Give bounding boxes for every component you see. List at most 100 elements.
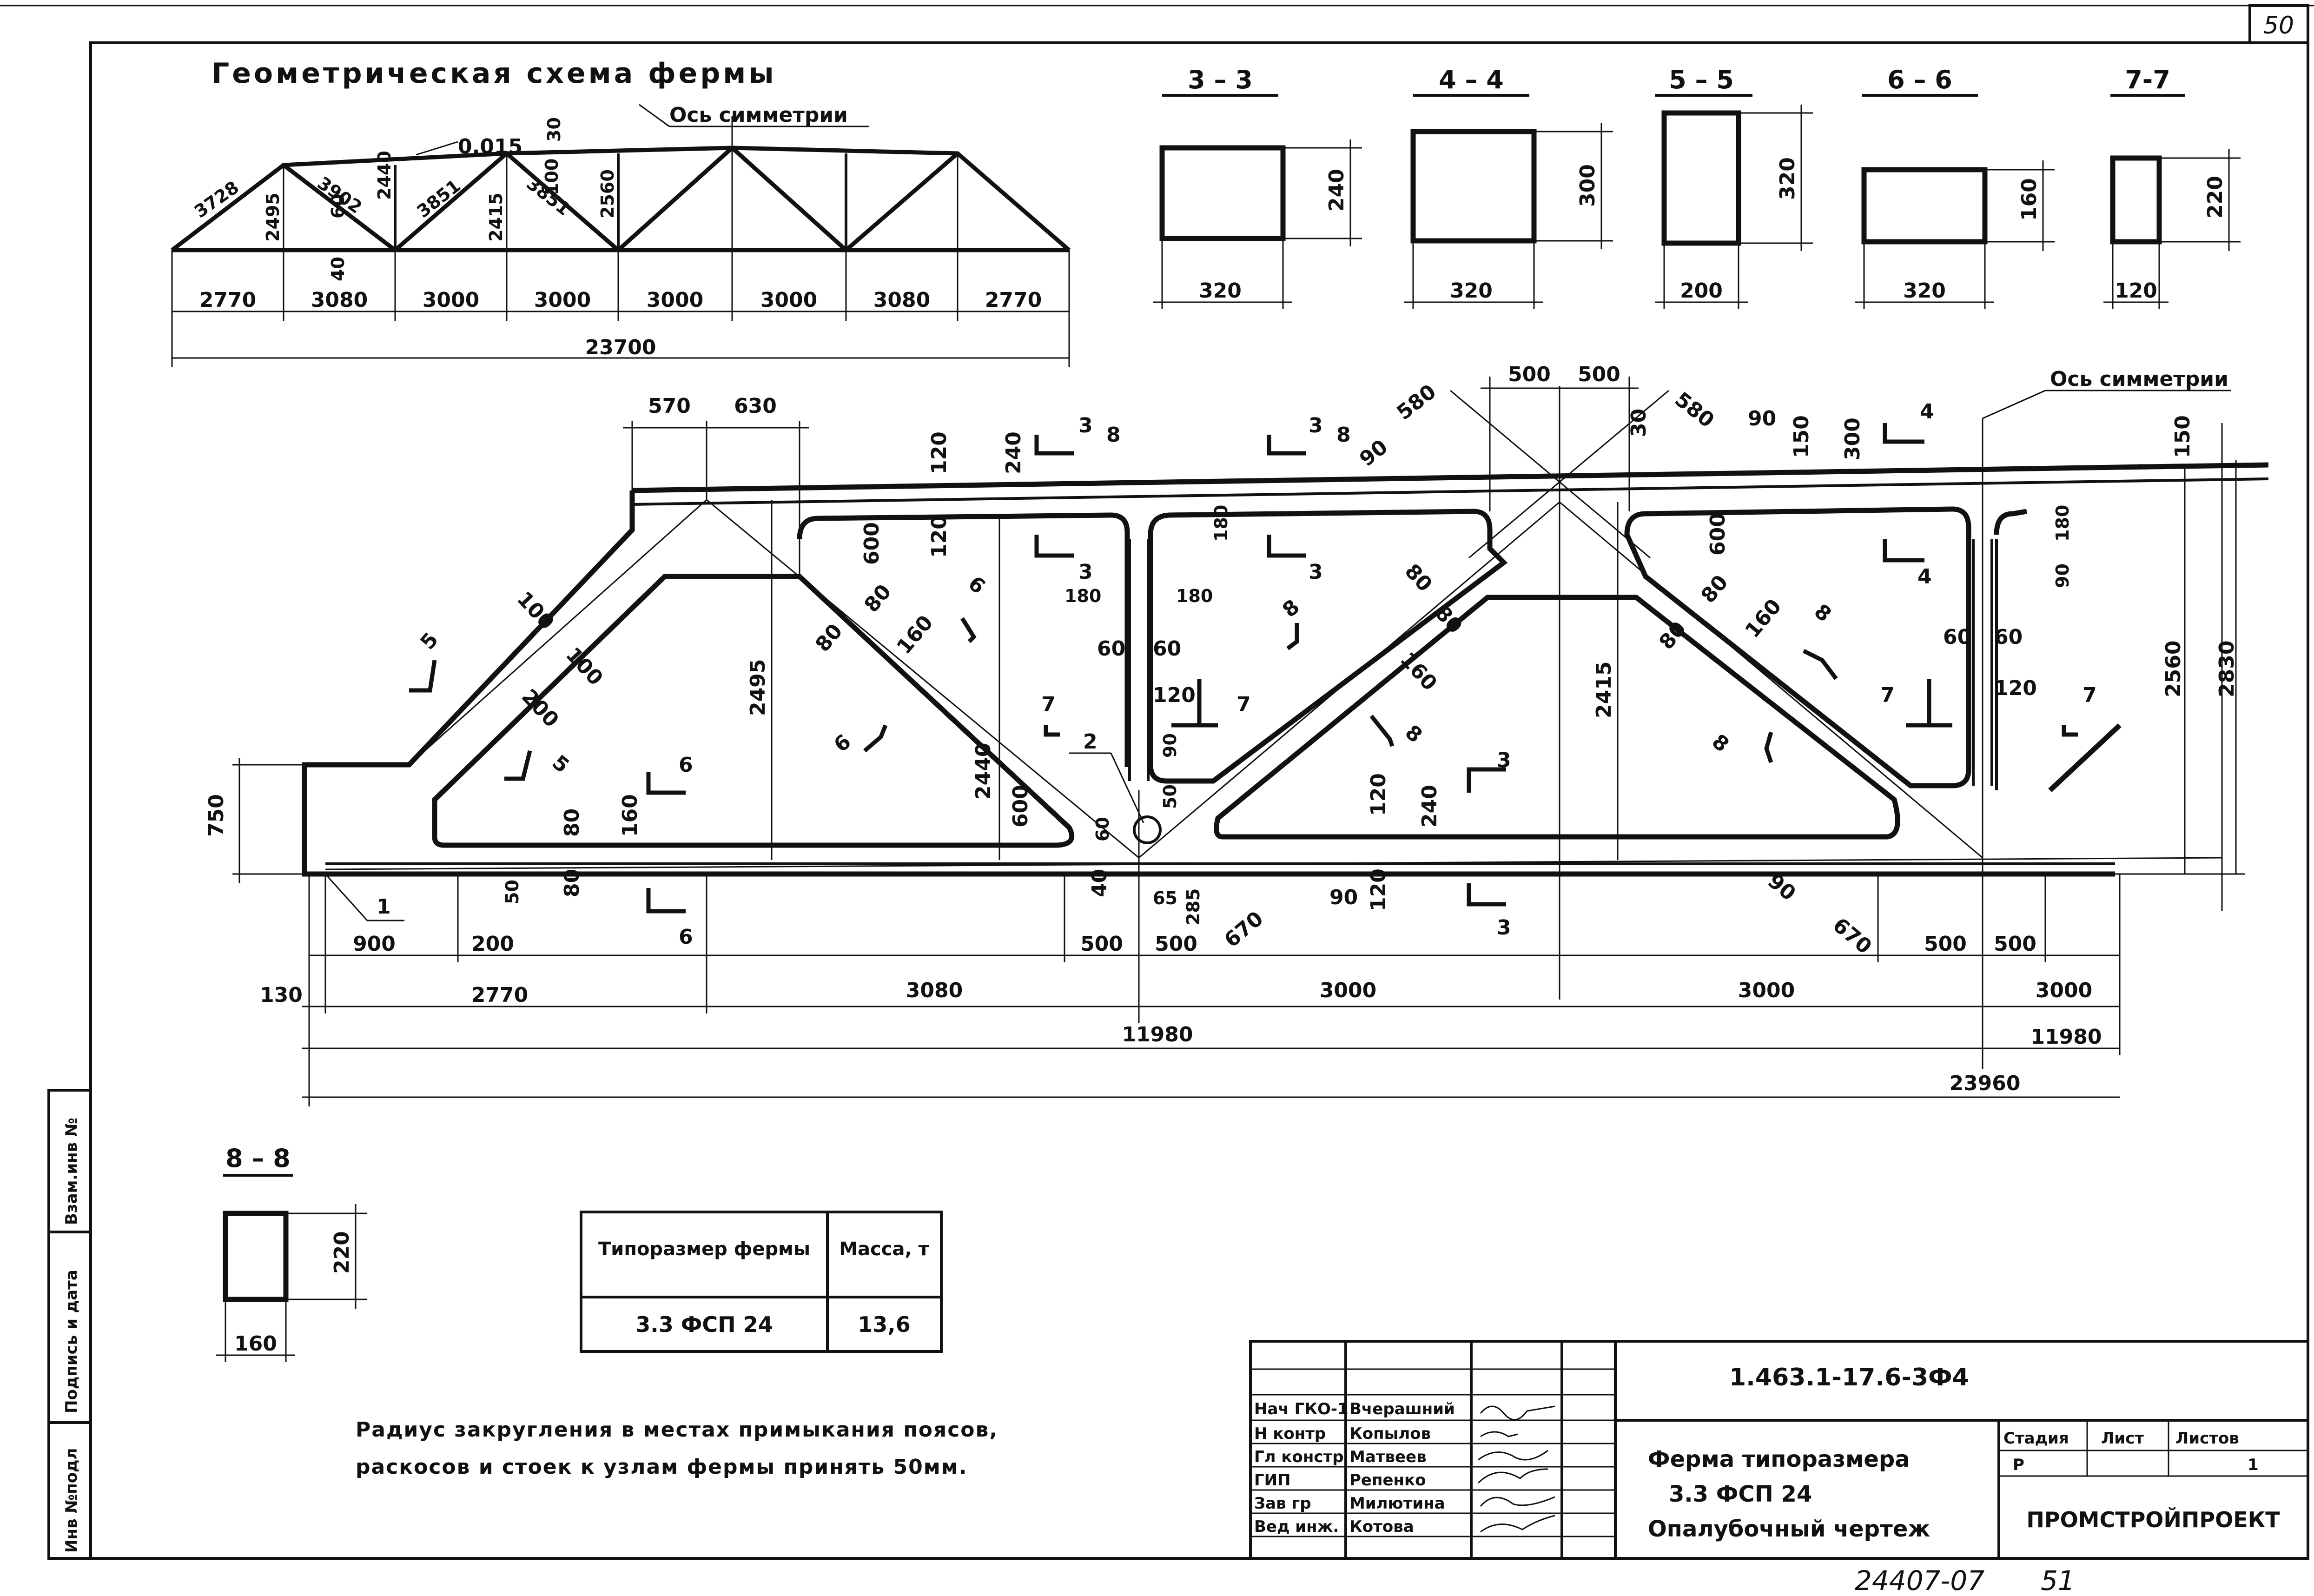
name-2: Копылов [1349, 1424, 1431, 1443]
note-line-2: раскосов и стоек к узлам фермы принять 5… [356, 1455, 967, 1479]
dim-w-670a: 670 [1220, 907, 1268, 952]
dim-b1-900: 900 [353, 932, 396, 956]
dim-b2-2770: 2770 [471, 983, 528, 1007]
scheme-panel-2: 3080 [311, 288, 368, 312]
dim-b2-3000c: 3000 [2036, 979, 2092, 1002]
scheme-member-12: 2560 [597, 169, 618, 219]
dim-top-150a: 150 [1790, 415, 1813, 458]
dim-b1-500a: 500 [1080, 932, 1123, 956]
section-4-4-height: 300 [1576, 164, 1600, 207]
section-4-4-label: 4 – 4 [1439, 65, 1504, 94]
side-stamp: Взам.инв № Подпись и дата Инв №подл [47, 1089, 92, 1560]
sec-mark-14: 6 [829, 730, 855, 757]
scheme-panel-6: 3000 [760, 288, 817, 312]
dim-v-160: 160 [618, 794, 642, 837]
dim-v-180a: 180 [1211, 505, 1231, 542]
dim-top-240: 240 [1002, 431, 1025, 474]
dim-top-500b: 500 [1578, 363, 1620, 386]
section-5-5-width: 200 [1680, 279, 1723, 303]
scheme-panel-3: 3000 [423, 288, 479, 312]
section-6-6-height: 160 [2017, 178, 2041, 221]
dim-top-570: 570 [648, 394, 691, 418]
dim-top-580b: 580 [1670, 387, 1719, 432]
dim-v-50a: 50 [502, 880, 522, 904]
dim-w-200: 200 [517, 685, 563, 732]
sec-mark-11: 6 [679, 753, 693, 777]
scheme-axis-label: Ось симметрии [669, 103, 848, 127]
dim-w-160a: 160 [892, 611, 938, 659]
page-number-bottom: 51 [2041, 1565, 2075, 1596]
drawing-note: Радиус закругления в местах примыкания п… [356, 1418, 998, 1479]
role-5: Зав гр [1254, 1494, 1311, 1513]
scheme-member-9: 2415 [486, 192, 506, 242]
section-4-4-width: 320 [1450, 279, 1493, 303]
scheme-member-5: 60 [328, 194, 348, 219]
sec-mark-15: 7 [1041, 693, 1056, 716]
page-number: 50 [2263, 12, 2294, 40]
scheme-panel-5: 3000 [647, 288, 703, 312]
name-3: Матвеев [1349, 1448, 1427, 1466]
section-7-7: 7-7 120 220 [2103, 65, 2241, 309]
dim-top-500a: 500 [1508, 363, 1551, 386]
section-7-7-width: 120 [2115, 279, 2157, 303]
scheme-member-4: 2440 [374, 151, 395, 200]
scheme-member-2: 2495 [263, 192, 283, 242]
dim-v-65: 65 [1153, 888, 1177, 908]
scheme-member-7: 30 [544, 117, 564, 142]
dim-b2-3000b: 3000 [1738, 979, 1795, 1002]
section-6-6: 6 – 6 320 160 [1855, 65, 2055, 309]
dim-v-40: 40 [1088, 869, 1111, 897]
dim-b1-500d: 500 [1994, 932, 2036, 956]
note-line-1: Радиус закругления в местах примыкания п… [356, 1418, 998, 1442]
scheme-member-11: 100 [542, 159, 562, 195]
dim-total-23960: 23960 [1949, 1072, 2020, 1095]
dim-v-285: 285 [1183, 888, 1203, 925]
sec-mark-21: 8 [1810, 599, 1836, 627]
dim-v-50b: 50 [1160, 784, 1180, 809]
dim-v-600c: 600 [1706, 513, 1730, 556]
scheme-panel-1: 2770 [199, 288, 256, 312]
dim-v-60: 60 [1092, 817, 1113, 841]
sec-mark-22: 8 [1707, 729, 1733, 757]
dim-top-300: 300 [1841, 417, 1864, 460]
section-5-5-label: 5 – 5 [1669, 65, 1734, 94]
dim-w-100b: 100 [561, 643, 608, 690]
sec-mark-9: 5 [416, 628, 443, 654]
side-stamp-inv: Инв №подл [62, 1448, 81, 1553]
dim-w-80e: 80 [1654, 617, 1691, 654]
section-8-8: 8 – 8 160 220 [216, 1144, 367, 1362]
sec-mark-24: 8 [1336, 423, 1351, 447]
dim-top-120: 120 [927, 431, 951, 474]
dim-v-2560: 2560 [2162, 641, 2185, 697]
sec-mark-18: 7 [2083, 683, 2097, 707]
section-7-7-height: 220 [2203, 176, 2227, 219]
dim-v-2830: 2830 [2215, 641, 2239, 697]
sec-mark-20: 8 [1401, 720, 1427, 748]
dim-top-630: 630 [734, 394, 777, 418]
signature-scribbles [1477, 1405, 1555, 1533]
name-1: Вчерашний [1349, 1400, 1455, 1418]
section-3-3-label: 3 – 3 [1188, 65, 1253, 94]
dim-top-150b: 150 [2171, 415, 2195, 458]
dim-half-11980: 11980 [1122, 1023, 1193, 1046]
dim-b1-500b: 500 [1155, 932, 1197, 956]
dim-v-240: 240 [1418, 785, 1441, 828]
scheme-total: 23700 [585, 336, 656, 359]
title-line-1: Ферма типоразмера [1648, 1446, 1910, 1472]
dim-b1-200: 200 [471, 932, 514, 956]
mass-table-head-mass: Масса, т [839, 1238, 929, 1260]
dim-w-160b: 160 [1395, 648, 1441, 695]
role-4: ГИП [1254, 1471, 1291, 1490]
name-4: Репенко [1349, 1471, 1426, 1490]
sheet-frame: 50 [0, 4, 2314, 1560]
dim-top-90a: 90 [1355, 435, 1392, 471]
dim-b2-130: 130 [260, 983, 303, 1007]
sec-mark-2: 3 [1078, 560, 1093, 584]
section-5-5-height: 320 [1776, 157, 1799, 200]
sec-mark-16: 7 [1236, 693, 1251, 716]
section-3-3: 3 – 3 320 240 [1153, 65, 1362, 309]
dim-w-670b: 670 [1828, 913, 1876, 959]
dim-half2-11980: 11980 [2030, 1025, 2102, 1049]
stage-header: Стадия [2003, 1429, 2069, 1448]
scheme-panel-4: 3000 [534, 288, 591, 312]
